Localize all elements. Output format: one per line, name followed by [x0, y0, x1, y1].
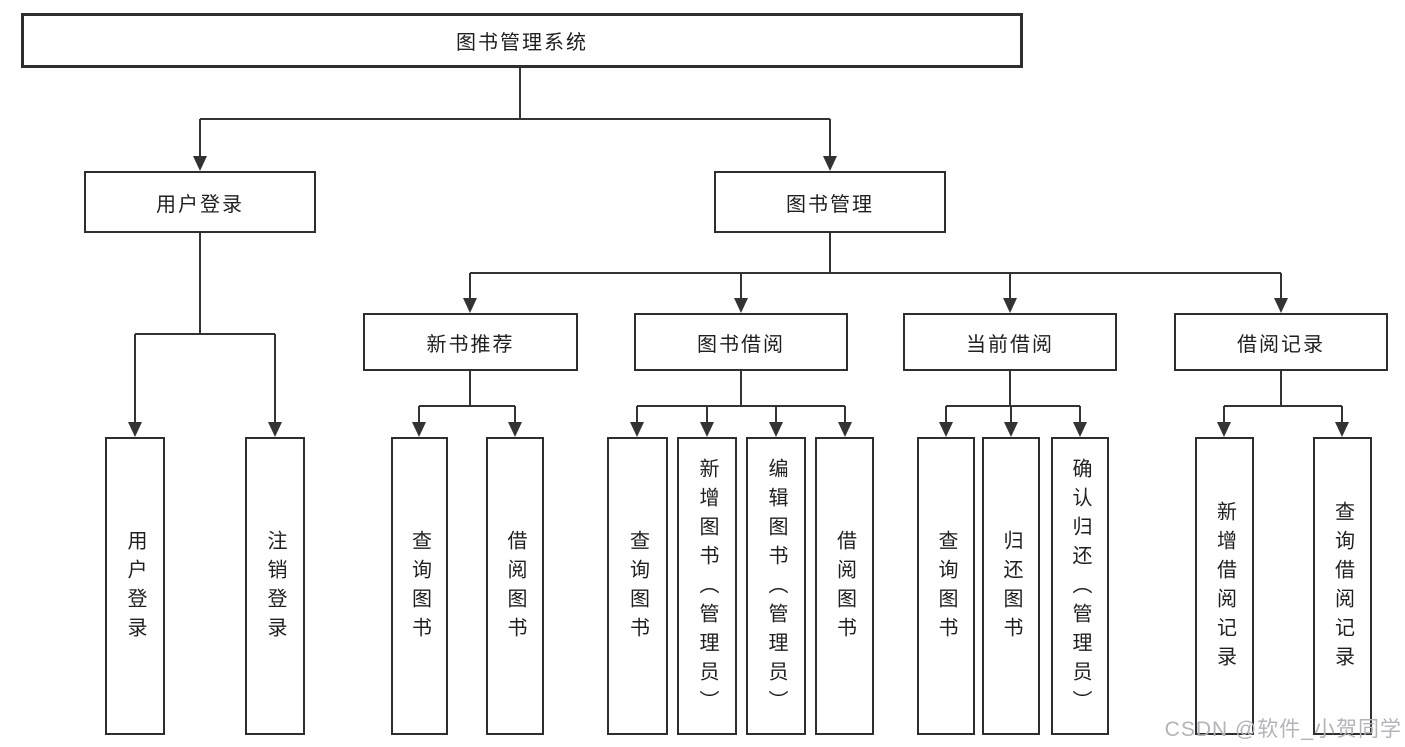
leaf-label: 借阅图书	[833, 530, 856, 646]
node-borrow-records-label: 借阅记录	[1237, 333, 1325, 356]
leaf-label: 借阅图书	[504, 530, 526, 646]
node-leaf-br-add-record: 新增借阅记录	[1195, 437, 1254, 735]
node-leaf-user-login: 用户登录	[105, 437, 165, 735]
leaf-label: 新增图书（管理员）	[696, 457, 718, 719]
csdn-watermark: CSDN @软件_小贺同学	[1164, 718, 1402, 741]
node-leaf-bb-borrow-book: 借阅图书	[815, 437, 874, 735]
leaf-label: 注销登录	[264, 530, 286, 646]
node-root-label: 图书管理系统	[456, 32, 588, 54]
node-leaf-rec-query-book: 查询图书	[391, 437, 448, 735]
leaf-label: 编辑图书（管理员）	[765, 457, 787, 719]
arrowheads	[128, 156, 1349, 437]
leaf-label: 查询图书	[408, 530, 431, 646]
node-leaf-bb-add-book-admin: 新增图书（管理员）	[677, 437, 737, 735]
leaf-label: 查询图书	[626, 530, 649, 646]
node-leaf-bb-edit-book-admin: 编辑图书（管理员）	[746, 437, 806, 735]
node-borrow-records: 借阅记录	[1174, 313, 1388, 371]
node-leaf-cb-return-book: 归还图书	[982, 437, 1040, 735]
leaf-label: 新增借阅记录	[1213, 501, 1236, 675]
node-root: 图书管理系统	[21, 13, 1023, 68]
leaf-label: 查询图书	[935, 530, 957, 646]
node-user-login: 用户登录	[84, 171, 316, 233]
leaf-label: 查询借阅记录	[1331, 501, 1354, 675]
node-user-login-label: 用户登录	[156, 193, 244, 216]
node-leaf-rec-borrow-book: 借阅图书	[486, 437, 544, 735]
leaf-label: 用户登录	[124, 530, 146, 646]
node-leaf-bb-query-book: 查询图书	[607, 437, 668, 735]
node-leaf-cb-confirm-return-admin: 确认归还（管理员）	[1051, 437, 1109, 735]
node-leaf-logout: 注销登录	[245, 437, 305, 735]
node-new-book-rec-label: 新书推荐	[426, 333, 515, 356]
leaf-label: 归还图书	[1000, 530, 1022, 646]
node-leaf-br-query-record: 查询借阅记录	[1313, 437, 1372, 735]
node-book-borrow: 图书借阅	[634, 313, 848, 371]
node-leaf-cb-query-book: 查询图书	[917, 437, 975, 735]
node-new-book-rec: 新书推荐	[363, 313, 578, 371]
node-current-borrow-label: 当前借阅	[966, 333, 1054, 356]
node-book-mgmt-label: 图书管理	[786, 193, 874, 216]
leaf-label: 确认归还（管理员）	[1069, 457, 1091, 719]
node-book-borrow-label: 图书借阅	[697, 333, 785, 356]
node-current-borrow: 当前借阅	[903, 313, 1117, 371]
node-book-mgmt: 图书管理	[714, 171, 946, 233]
